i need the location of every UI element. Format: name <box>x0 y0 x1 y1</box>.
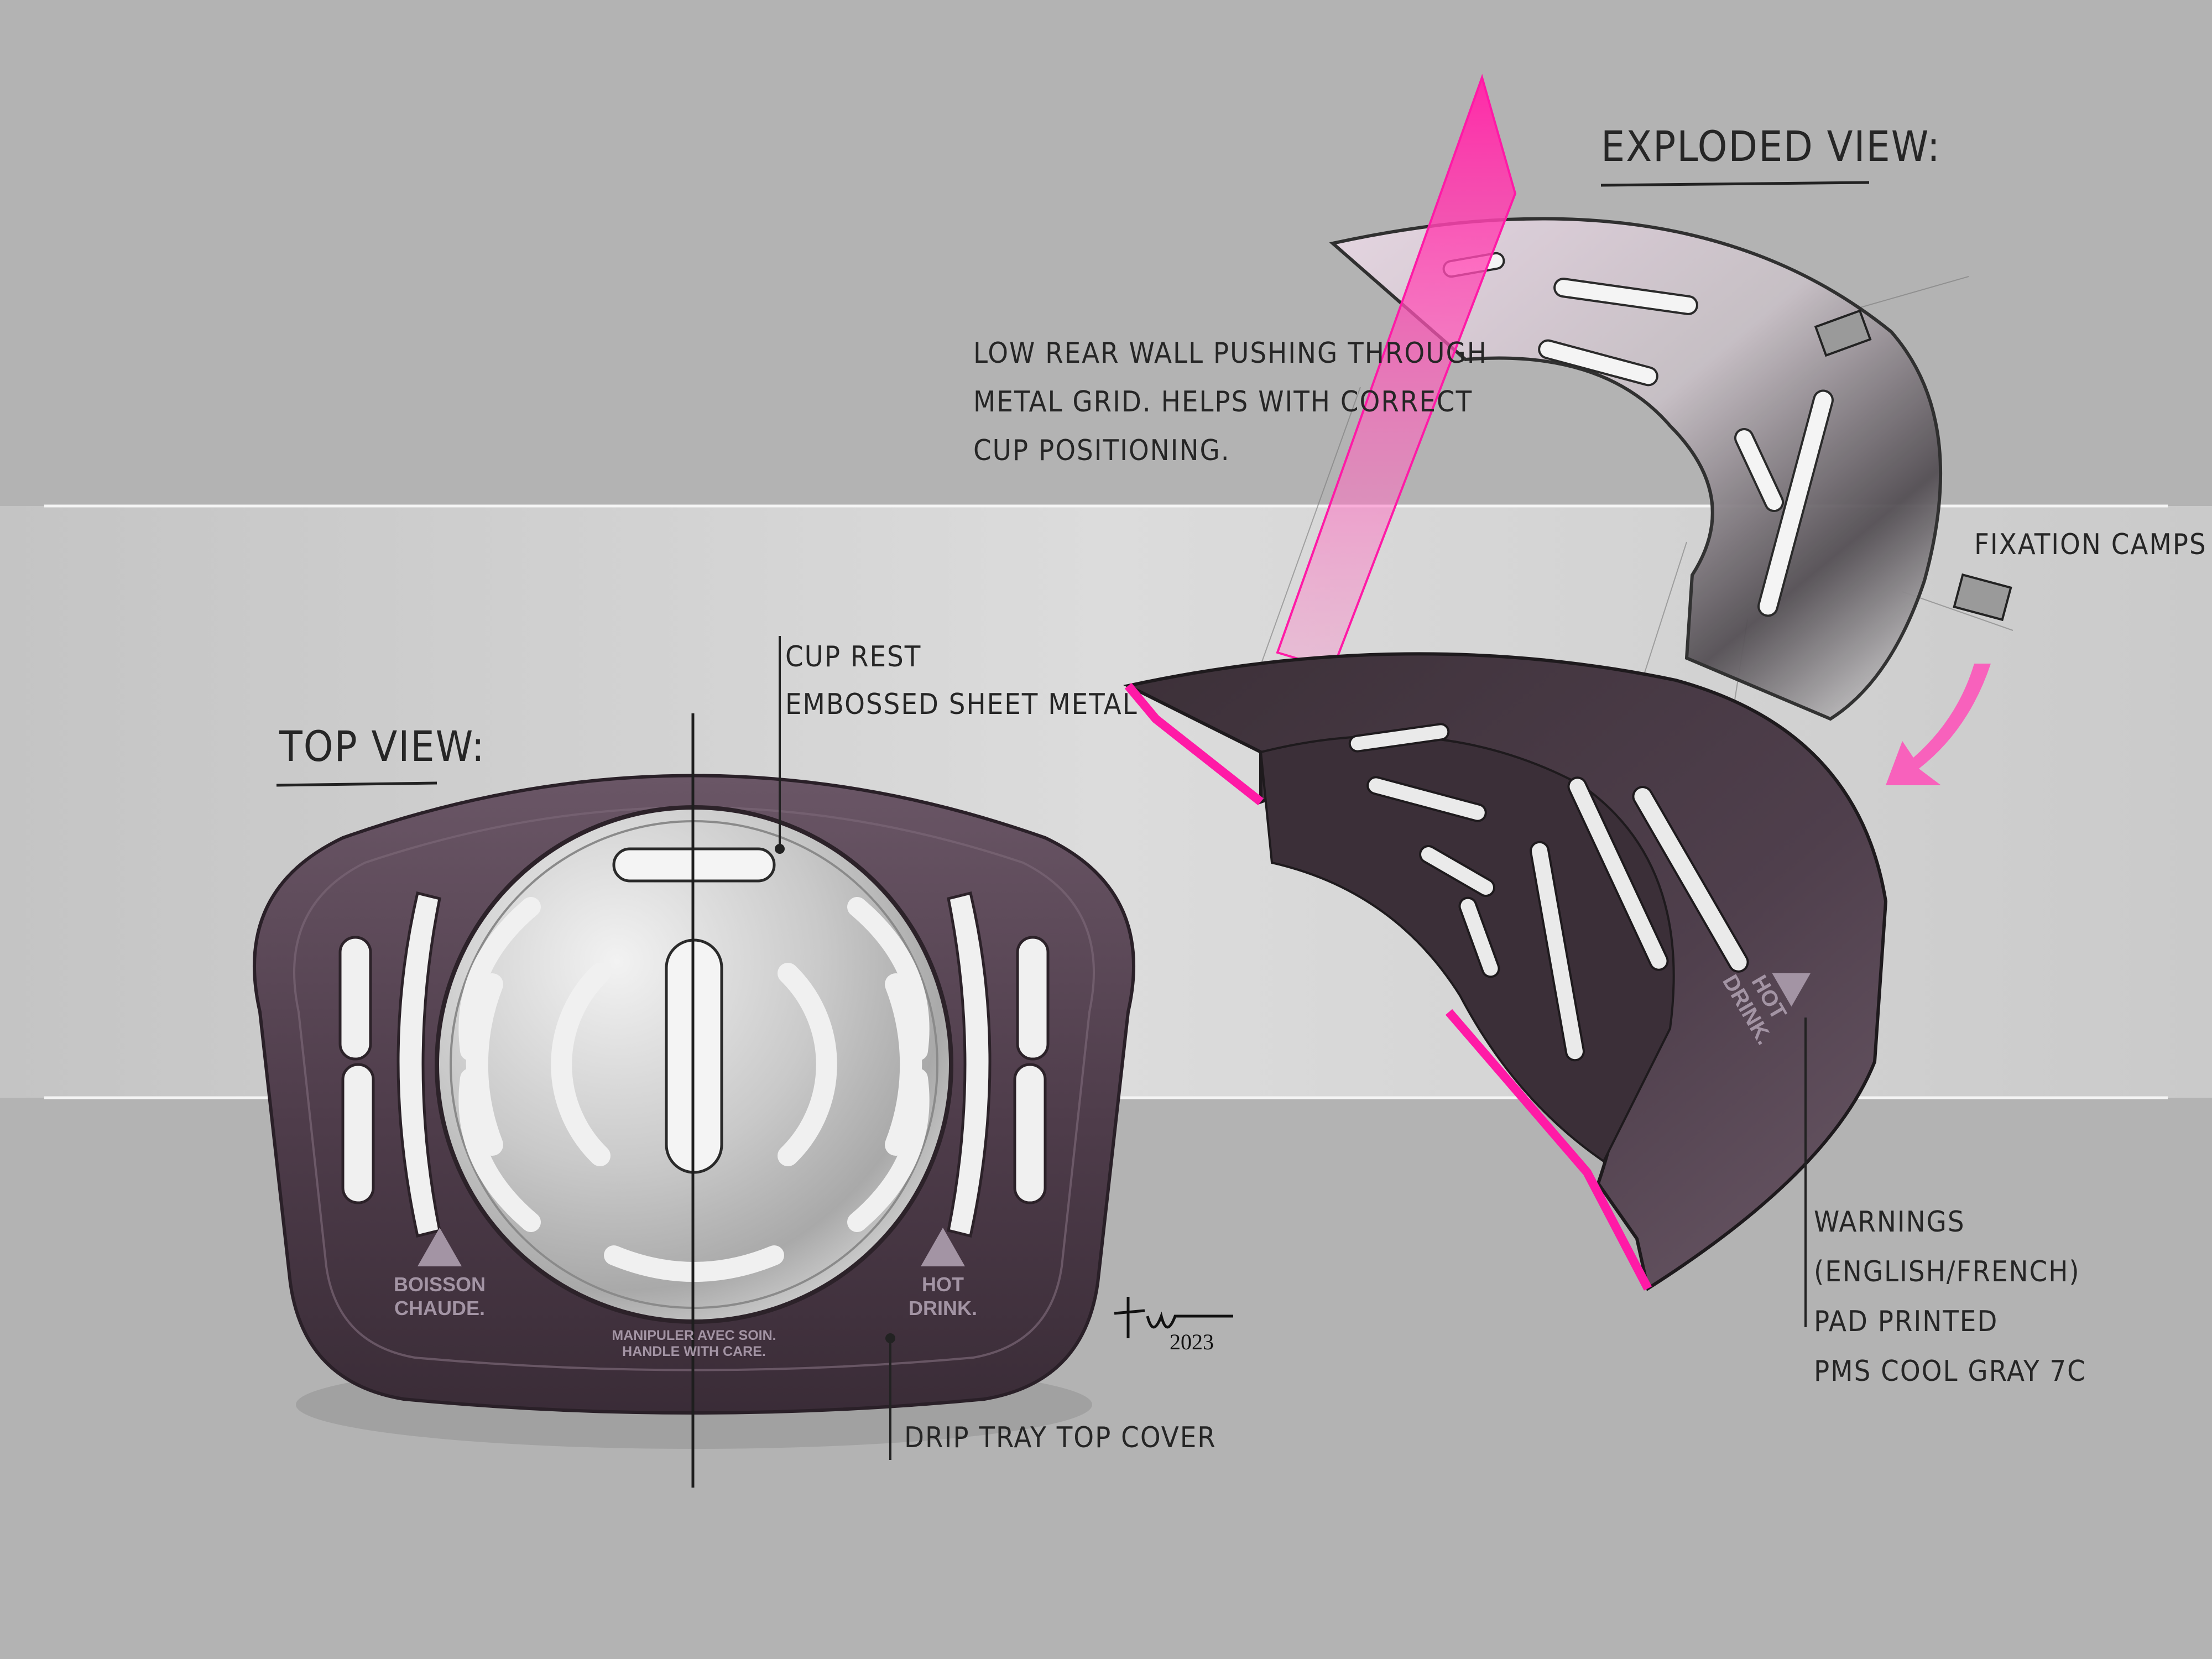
right-side-slots <box>947 891 1050 1238</box>
slot <box>341 1063 375 1204</box>
cup-rest-leader-dot <box>775 844 785 854</box>
construction-line <box>1255 387 1361 681</box>
tray-slot <box>1530 841 1585 1062</box>
fixation-camp-lower <box>1953 573 2012 622</box>
tray-slot <box>1632 786 1749 973</box>
top-view-drawing: BOISSON CHAUDE. HOT DRINK. MANIPULER AVE… <box>253 636 1135 1488</box>
hot-surface-triangle-icon <box>1772 973 1811 1007</box>
grill-slot <box>1553 278 1698 315</box>
cup-rest-line2: EMBOSSED SHEET METAL <box>785 688 1138 721</box>
care-label-line2: HANDLE WITH CARE. <box>622 1344 766 1359</box>
tray-slot <box>1567 776 1669 971</box>
drip-tray-leader-dot <box>885 1333 895 1343</box>
signature-mark <box>1114 1297 1233 1338</box>
disc-slots <box>458 847 930 1282</box>
tray-inner-lip <box>293 806 1095 1371</box>
slot <box>338 936 372 1061</box>
tray-magenta-edge-front <box>1445 1009 1652 1291</box>
rear-wall-line3: CUP POSITIONING. <box>973 434 1230 467</box>
tray-slots <box>1348 723 1749 1062</box>
tray-slot <box>1348 723 1450 753</box>
top-view-underline <box>276 781 437 787</box>
warnings-callout: WARNINGS (ENGLISH/FRENCH) PAD PRINTED PM… <box>1814 1197 2212 1396</box>
warnings-line1: WARNINGS (ENGLISH/FRENCH) <box>1814 1206 2080 1288</box>
signature-year: 2023 <box>1170 1329 1214 1354</box>
arc-slot <box>885 973 922 1156</box>
tray-slot <box>1419 845 1495 897</box>
slot <box>1016 936 1050 1061</box>
en-label-line1: HOT <box>922 1273 964 1296</box>
arc-slot <box>847 1068 930 1232</box>
arc-slot <box>551 963 611 1166</box>
grill-slot <box>1538 339 1658 387</box>
cup-rest-callout: CUP REST EMBOSSED SHEET METAL <box>785 633 1138 728</box>
tray-slot <box>1458 896 1500 978</box>
warnings-line3: PMS COOL GRAY 7C <box>1814 1355 2086 1388</box>
slot <box>1013 1063 1047 1204</box>
tray-slot <box>1366 776 1487 822</box>
construction-line <box>1852 276 1969 310</box>
grill-slot <box>1734 427 1785 513</box>
grill-slot <box>1757 389 1834 617</box>
fr-label-line2: CHAUDE. <box>394 1297 485 1319</box>
care-label-line1: MANIPULER AVEC SOIN. <box>612 1328 776 1343</box>
arc-slot <box>458 897 541 1061</box>
exploded-view-underline <box>1600 181 1870 187</box>
signature: 2023 <box>1114 1297 1233 1354</box>
top-view-heading: TOP VIEW: <box>279 722 486 771</box>
arc-slot <box>458 1068 541 1232</box>
warnings-line2: PAD PRINTED <box>1814 1305 1999 1338</box>
exploded-view-heading: EXPLODED VIEW: <box>1601 122 1941 171</box>
fr-label-line1: BOISSON <box>394 1273 486 1296</box>
top-view-warning-en: HOT DRINK. <box>909 1228 977 1319</box>
slot <box>947 891 992 1238</box>
arc-slot <box>466 973 503 1156</box>
rear-wall-callout: LOW REAR WALL PUSHING THROUGH METAL GRID… <box>973 329 1488 475</box>
hot-surface-triangle-icon <box>921 1228 965 1266</box>
rotation-arrow <box>1886 664 1991 785</box>
fixation-callout: FIXATION CAMPS <box>1974 528 2207 561</box>
construction-line <box>1902 591 2013 631</box>
rear-wall-line2: METAL GRID. HELPS WITH CORRECT <box>973 385 1473 419</box>
en-label-line2: DRINK. <box>909 1297 977 1319</box>
cup-rest-line1: CUP REST <box>785 640 922 674</box>
metal-grill-part <box>1329 217 1943 721</box>
top-view-warning-fr: BOISSON CHAUDE. <box>394 1228 486 1319</box>
drip-tray-callout: DRIP TRAY TOP COVER <box>904 1421 1217 1454</box>
left-side-slots <box>338 891 441 1238</box>
arc-slot <box>847 897 930 1061</box>
construction-line <box>1636 541 1687 697</box>
fixation-camp-upper <box>1814 309 1872 357</box>
arc-slot <box>778 963 837 1166</box>
exploded-view-drawing: HOT DRINK. <box>1123 74 2013 1327</box>
slot <box>397 891 441 1238</box>
tray-magenta-edge <box>1124 682 1264 806</box>
rear-wall-line1: LOW REAR WALL PUSHING THROUGH <box>973 337 1488 370</box>
warning-triangle-icon <box>418 1228 462 1266</box>
